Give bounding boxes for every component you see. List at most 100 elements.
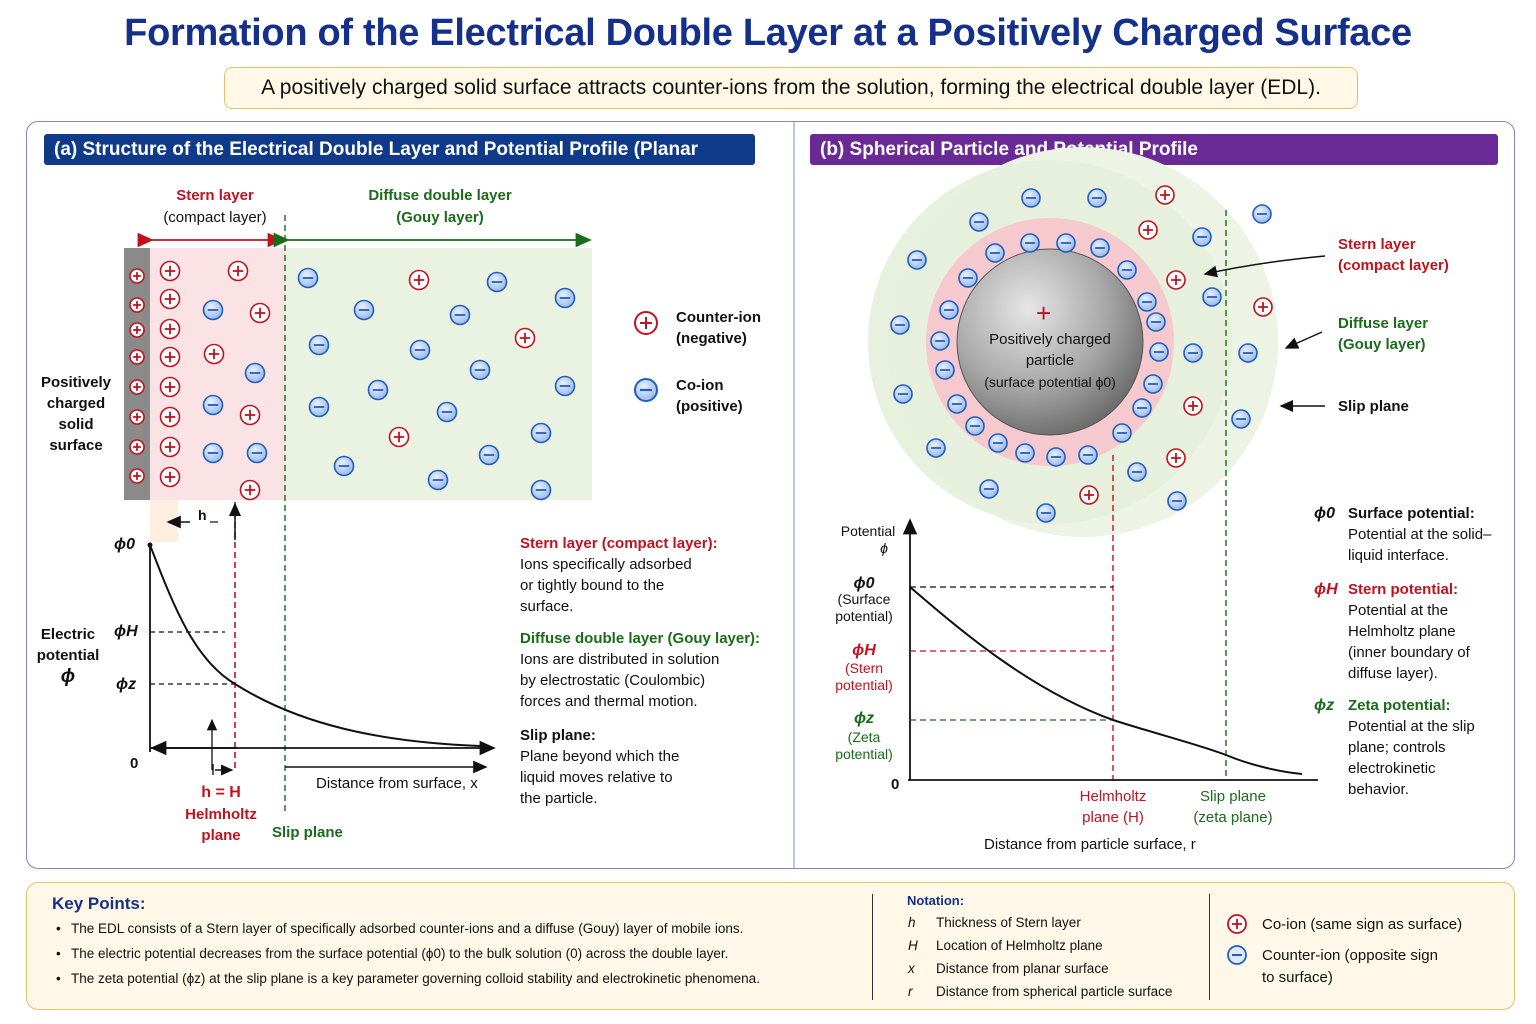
phi0-desc-b-2: potential)	[835, 608, 893, 624]
minus-ion-icon	[244, 362, 266, 384]
plus-ion-icon	[159, 376, 181, 398]
def-line: Helmholtz plane	[1348, 623, 1456, 640]
potential-curve-b	[909, 586, 1303, 775]
phiZ-desc-b-2: potential)	[835, 746, 893, 762]
zero-label-a: 0	[130, 755, 139, 772]
particle-label-2: particle	[1025, 352, 1075, 369]
notation-sym-2: H	[908, 938, 918, 953]
y-label-a-2: potential	[36, 647, 100, 664]
surface-charges	[129, 268, 145, 484]
minus-ion-icon	[409, 339, 431, 361]
slip-axis-label-2: (zeta plane)	[1193, 809, 1273, 826]
minus-ion-icon	[907, 250, 927, 270]
key-divider-2	[1209, 894, 1210, 1000]
stern-label-b-1: Stern layer	[1338, 236, 1416, 253]
minus-ion-icon	[969, 212, 989, 232]
minus-ion-icon	[1078, 445, 1098, 465]
minus-ion-icon	[1112, 423, 1132, 443]
desc-stern-title: Stern layer (compact layer):	[520, 535, 718, 552]
desc-slip-1: Plane beyond which the	[520, 748, 680, 765]
minus-ion-icon	[1167, 491, 1187, 511]
plus-ion-icon	[1166, 270, 1186, 290]
notation-desc-3: Distance from planar surface	[936, 961, 1109, 976]
minus-ion-icon	[979, 479, 999, 499]
helmholtz-label-b-1: Helmholtz	[1079, 788, 1147, 805]
desc-slip-title: Slip plane:	[520, 727, 596, 744]
zero-label-b: 0	[891, 776, 900, 793]
stern-label-b-2: (compact layer)	[1338, 257, 1449, 274]
minus-ion-icon	[939, 300, 959, 320]
minus-ion-icon	[1143, 374, 1163, 394]
def-line: diffuse layer).	[1348, 665, 1438, 682]
slip-axis-label-1: Slip plane	[1200, 788, 1266, 805]
desc-diffuse-1: Ions are distributed in solution	[520, 651, 720, 668]
surface-plus-icon	[129, 297, 145, 313]
plus-ion-icon	[1079, 485, 1099, 505]
phiZ-desc-b-1: (Zeta	[847, 729, 881, 745]
y-label-a-3: ϕ	[60, 666, 76, 687]
slip-label-a: Slip plane	[272, 824, 343, 841]
def-line: Potential at the	[1348, 602, 1449, 619]
minus-ion-icon	[333, 455, 355, 477]
minus-ion-icon	[1132, 398, 1152, 418]
legend-counter-sub: (negative)	[676, 330, 747, 347]
solid-surface	[124, 248, 150, 500]
phiZ-label-b: ϕz	[853, 710, 875, 727]
h-equals-H: h = H	[201, 784, 241, 801]
def-symbol: ϕ0	[1314, 505, 1336, 522]
y-label-b-2: ϕ	[880, 540, 888, 556]
panel-a-heading: (a) Structure of the Electrical Double L…	[44, 134, 755, 191]
minus-ion-icon	[958, 268, 978, 288]
phiZ-label-a: ϕz	[116, 676, 137, 693]
notation-desc-4: Distance from spherical particle surface	[936, 984, 1173, 999]
def-title: Surface potential:	[1348, 505, 1475, 522]
helmholtz-label-b-2: plane (H)	[1082, 809, 1144, 826]
minus-ion-icon	[478, 444, 500, 466]
plus-ion-icon	[159, 318, 181, 340]
minus-ion-icon	[554, 287, 576, 309]
notation-sym-3: x	[908, 961, 915, 976]
diffuse-label-b-1: Diffuse layer	[1338, 315, 1429, 332]
plus-ion-icon	[388, 426, 410, 448]
desc-diffuse-title: Diffuse double layer (Gouy layer):	[520, 630, 761, 647]
minus-ion-icon	[1020, 233, 1040, 253]
surface-plus-icon	[129, 349, 145, 365]
particle-label-3: (surface potential ϕ0)	[984, 374, 1116, 390]
key-point-bullet-3: •	[56, 971, 61, 986]
minus-ion-icon	[893, 384, 913, 404]
minus-ion-icon	[202, 394, 224, 416]
minus-ion-icon	[353, 299, 375, 321]
particle-label-1: Positively charged	[989, 331, 1111, 348]
phiH-desc-b-1: (Stern	[844, 660, 884, 676]
plus-ion-icon	[203, 343, 225, 365]
stern-layer-sub: (compact layer)	[163, 209, 267, 226]
minus-ion-icon	[449, 304, 471, 326]
minus-ion-icon	[202, 442, 224, 464]
minus-ion-icon	[530, 479, 552, 501]
key-point-bullet-2: •	[56, 946, 61, 961]
minus-ion-icon	[530, 422, 552, 444]
surface-plus-icon	[129, 268, 145, 284]
diffuse-label-b-2: (Gouy layer)	[1338, 336, 1426, 353]
minus-ion-icon	[486, 271, 508, 293]
notation-sym-1: h	[908, 915, 916, 930]
minus-ion-icon	[988, 433, 1008, 453]
x-label-a: Distance from surface, x	[316, 775, 478, 792]
legend-counter-label: Counter-ion	[676, 309, 761, 326]
key-point-1: The EDL consists of a Stern layer of spe…	[71, 921, 744, 936]
minus-ion-icon	[930, 331, 950, 351]
subtitle-box: A positively charged solid surface attra…	[224, 67, 1358, 109]
desc-diffuse-2: by electrostatic (Coulombic)	[520, 672, 706, 689]
plus-ion-icon	[1166, 448, 1186, 468]
minus-ion-icon	[926, 438, 946, 458]
minus-ion-icon	[427, 469, 449, 491]
counterion-legend-label-2: to surface)	[1262, 969, 1333, 986]
surface-plus-icon	[129, 468, 145, 484]
surface-plus-icon	[129, 439, 145, 455]
minus-ion-icon	[202, 299, 224, 321]
plus-ion-icon	[514, 327, 536, 349]
plus-ion-icon	[408, 269, 430, 291]
minus-ion-icon	[1192, 227, 1212, 247]
